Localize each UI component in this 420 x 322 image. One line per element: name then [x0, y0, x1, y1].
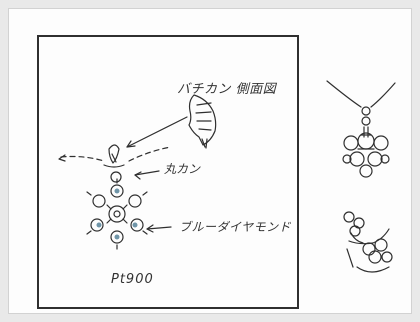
main-drawing-frame — [37, 35, 299, 309]
pendant-sketch-drawing — [58, 80, 396, 273]
right-oblique-sketch — [343, 211, 393, 273]
blue-diamond-accents — [96, 188, 138, 240]
bail-pointer-arrow — [126, 116, 188, 148]
jump-ring-label: 丸カン — [164, 162, 201, 176]
diamond-pointer-arrow — [146, 226, 172, 230]
bail-sketch — [103, 144, 125, 168]
bail-side-view-label: バチカン 側面図 — [177, 82, 277, 97]
chain-left — [60, 155, 105, 162]
blue-diamond-label: ブルーダイヤモンド — [179, 220, 292, 234]
sketch-sheet: バチカン 側面図 丸カン ブルーダイヤモンド Pt900 — [8, 8, 412, 314]
bail-side-view-sketch — [188, 94, 217, 149]
jump-ring-sketch — [110, 171, 122, 183]
metal-label: Pt900 — [111, 272, 154, 287]
right-pendant-sketch — [326, 80, 396, 178]
pendant-flower-sketch — [86, 178, 148, 250]
chain-right — [128, 146, 172, 162]
